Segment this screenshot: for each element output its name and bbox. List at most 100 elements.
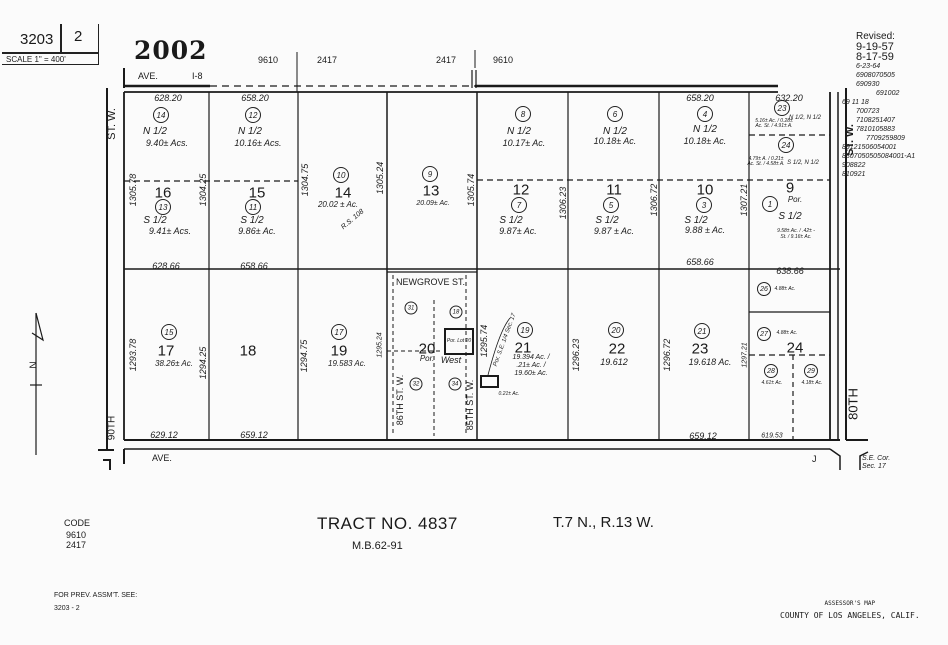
lot-number: 13 (422, 182, 440, 200)
dimension-label: 658.20 (686, 93, 714, 103)
parcel-number[interactable]: 14 (153, 107, 169, 123)
parcel-number[interactable]: 20 (608, 322, 624, 338)
parcel-number[interactable]: 1 (762, 196, 778, 212)
parcel-number[interactable]: 9 (422, 166, 438, 182)
parcel-number[interactable]: 28 (764, 364, 778, 378)
dimension-label: 659.12 (689, 431, 717, 441)
lot-area: 10.16± Acs. (234, 138, 282, 148)
revised-code: 7810105883 (856, 126, 895, 133)
parcel-number[interactable]: 11 (245, 199, 261, 215)
dimension-label: 1297.21 (741, 342, 749, 368)
dimension-label: 1306.23 (558, 186, 568, 220)
parcel-number[interactable]: 32 (409, 377, 423, 391)
lot-area: 10.18± Ac. (593, 136, 637, 146)
parcel-number[interactable]: 31 (404, 301, 418, 315)
lot-half-label: N 1/2 (603, 126, 627, 137)
parcel-number[interactable]: 15 (161, 324, 177, 340)
parcel-number[interactable]: 4 (697, 106, 713, 122)
code-value: 2417 (66, 540, 87, 550)
dimension-label: 638.66 (776, 266, 804, 276)
dimension-label: 1305.24 (375, 161, 385, 195)
corner-note: S.E. Cor. Sec. 17 (862, 455, 891, 470)
lot-area: 10.18± Ac. (683, 136, 727, 146)
lot-number: 9 (785, 179, 795, 197)
lot-number: 20 (418, 340, 436, 358)
parcel-number[interactable]: 29 (804, 364, 818, 378)
parcel-number[interactable]: 13 (155, 199, 171, 215)
book-number: 3203 (20, 31, 54, 48)
street-label-85th: 85TH ST. W. (465, 379, 475, 431)
lot-area: 9.41± Acs. (148, 226, 192, 236)
lot-area: 4.88± Ac. (774, 286, 796, 292)
dimension-label: 1307.21 (739, 183, 749, 217)
lot-number: 12 (512, 181, 530, 199)
parcel-number[interactable]: 18 (449, 305, 463, 319)
tax-code-label: 2417 (317, 55, 338, 65)
lot-number: 24 (786, 339, 804, 357)
parcel-number[interactable]: 19 (517, 322, 533, 338)
revised-code: 7108251407 (856, 117, 895, 124)
revised-code: 8307050505084001-A1 (842, 153, 916, 160)
street-label-bottom-ave: AVE. (152, 453, 172, 463)
dimension-label: 1305.78 (128, 173, 138, 207)
dimension-label: 629.12 (150, 430, 178, 440)
assessor-label: ASSESSOR'S MAP (824, 600, 876, 607)
parcel-number[interactable]: 6 (607, 106, 623, 122)
parcel-number[interactable]: 8 (515, 106, 531, 122)
lot-area: 5.16± Ac. / 0.28± Ac. St. / 4.91± A. (755, 118, 793, 129)
lot-area: 20.09± Ac. (416, 200, 450, 207)
parcel-number[interactable]: 12 (245, 107, 261, 123)
lot-half-label: N 1/2, N 1/2 (788, 115, 822, 121)
lot-area: 10.17± Ac. (502, 138, 546, 148)
dimension-label: 1295.74 (479, 324, 489, 358)
parcel-number[interactable]: 5 (603, 197, 619, 213)
dimension-label: 1306.72 (649, 183, 659, 217)
dimension-label: 1294.75 (299, 339, 309, 373)
parcel-number[interactable]: 17 (331, 324, 347, 340)
previous-assessment-block: FOR PREV. ASSM'T. SEE: 3203 - 2 (54, 589, 137, 615)
revised-code: 7709259809 (866, 135, 905, 142)
parcel-number[interactable]: 24 (778, 137, 794, 153)
parcel-number[interactable]: 34 (448, 377, 462, 391)
parcel-number[interactable]: 3 (696, 197, 712, 213)
county-label: COUNTY OF LOS ANGELES, CALIF. (780, 611, 920, 620)
parcel-number[interactable]: 27 (757, 327, 771, 341)
lot-number: 15 (248, 184, 266, 202)
lot-half-label: S 1/2 (143, 215, 167, 226)
page-number: 2 (74, 28, 83, 45)
lot-area: 4.88± Ac. (776, 330, 798, 336)
lot-number: 10 (696, 181, 714, 199)
lot-number: 21 (514, 339, 532, 357)
lot-area: 4.18± Ac. (801, 380, 823, 386)
tax-code-label: 9610 (258, 55, 279, 65)
dimension-label: 1305.74 (466, 173, 476, 207)
parcel-number[interactable]: 26 (757, 282, 771, 296)
lot-area: 9.87± Ac. (499, 226, 537, 236)
lot-half-label: N 1/2 (507, 126, 531, 137)
portion-box-label: Por. Lot 20 (446, 338, 472, 344)
township-range: T.7 N., R.13 W. (553, 514, 654, 531)
lot-half-label: N 1/2 (238, 126, 262, 137)
parcel-number[interactable]: 7 (511, 197, 527, 213)
revised-code: 691002 (876, 90, 900, 97)
lot-number: 23 (691, 340, 709, 358)
revised-date: 9-19-57 (856, 41, 894, 53)
lot-area: 19.618 Ac. (688, 357, 732, 367)
tract-title: TRACT NO. 4837 (317, 514, 458, 533)
small-parcel-area: 0.21± Ac. (498, 391, 520, 397)
parcel-number[interactable]: 23 (774, 100, 790, 116)
lot-half-label: S 1/2 (778, 211, 802, 222)
county-block: ASSESSOR'S MAP COUNTY OF LOS ANGELES, CA… (780, 598, 920, 622)
dimension-label: 628.66 (152, 261, 180, 271)
code-label: CODE (64, 518, 91, 528)
revised-code: 810921 (842, 171, 866, 178)
street-label-left-prefix: 90TH (106, 415, 118, 441)
lot-number: 17 (157, 342, 175, 360)
parcel-number[interactable]: 10 (333, 167, 349, 183)
revision-list: Revised: 9-19-57 8-17-59 6-23-64 6908070… (842, 32, 915, 179)
lot-area: 9.40± Acs. (145, 138, 189, 148)
parcel-number[interactable]: 21 (694, 323, 710, 339)
dimension-label: 632.20 (775, 93, 803, 103)
divider (60, 24, 62, 52)
lot-half-label: N 1/2 (693, 124, 717, 135)
